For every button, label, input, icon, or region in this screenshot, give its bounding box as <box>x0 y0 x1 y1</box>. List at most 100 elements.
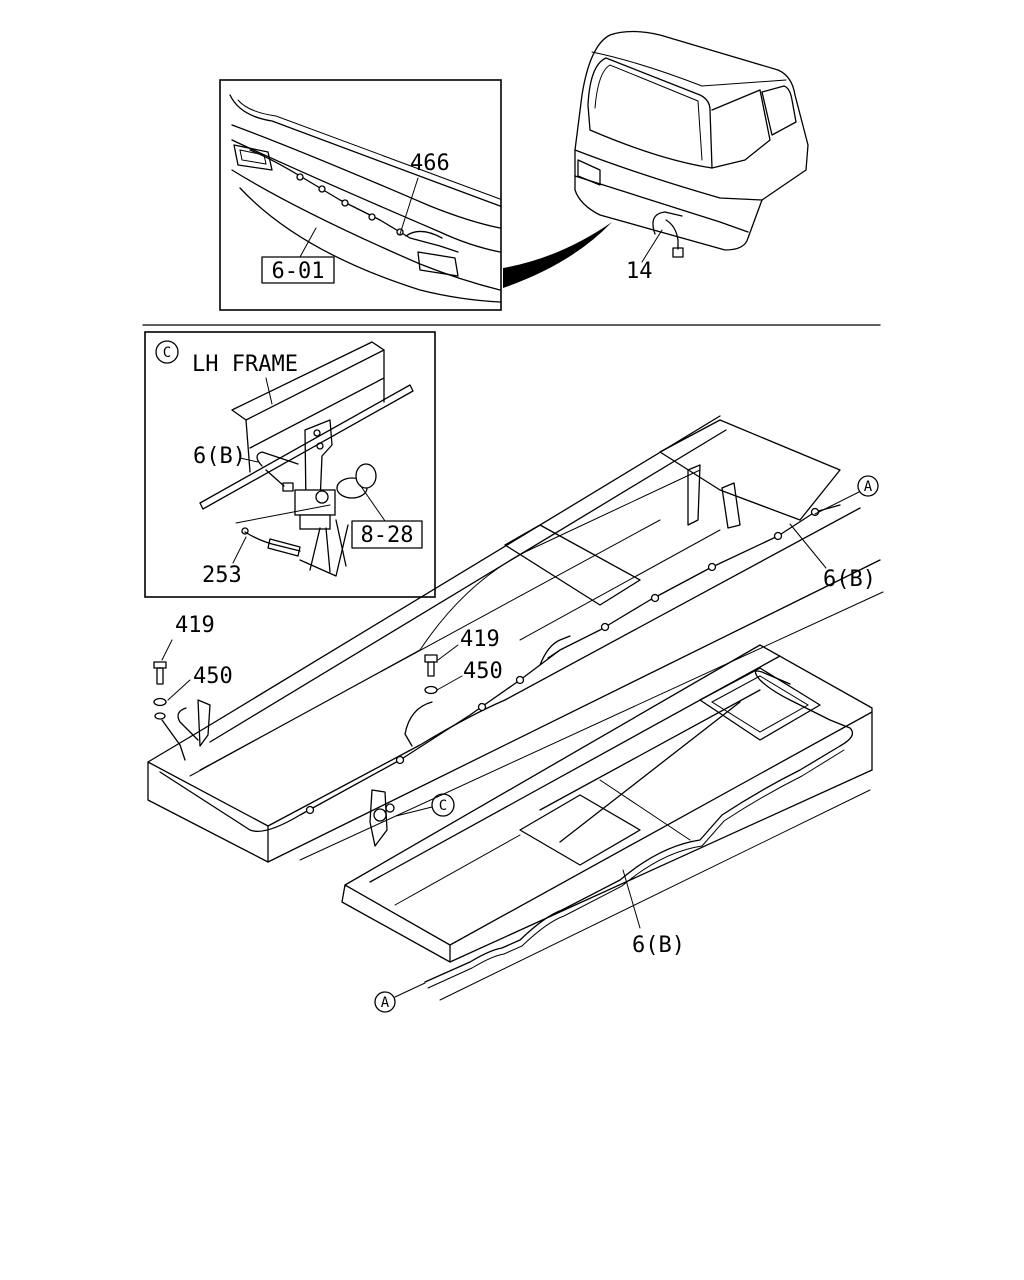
headlamp-right <box>417 251 459 277</box>
frame-clip <box>305 805 315 815</box>
left-bracket <box>197 699 211 747</box>
hood-line-inner <box>237 99 501 200</box>
headlamp-left-inner <box>239 149 267 165</box>
harness-hook <box>256 451 299 487</box>
crossmember-right-gusset <box>687 464 741 529</box>
bumper-bottom <box>231 169 501 291</box>
valve-block <box>294 489 336 516</box>
valve-cone <box>299 524 349 577</box>
lower-crossmember-right-inner <box>711 675 809 733</box>
callout-8-28: 8-28 <box>361 523 414 548</box>
leader-6b-detail <box>239 457 259 463</box>
wire-253 <box>244 531 301 552</box>
upper-frame: 419 450 419 450 C A 6(B) <box>147 415 884 863</box>
callout-14: 14 <box>626 259 653 284</box>
headlamp-left <box>233 144 273 171</box>
lower-crossmember-right <box>699 667 821 741</box>
callout-6b-bottom: 6(B) <box>632 933 685 958</box>
leader-419-mid <box>437 644 459 661</box>
leader-466 <box>399 177 419 235</box>
harness-clip <box>368 213 376 221</box>
leader-marker-a-top <box>814 491 860 515</box>
harness-clip <box>296 173 304 181</box>
cab-body <box>574 30 809 251</box>
near-rail-top <box>267 507 861 827</box>
marker-letter: C <box>439 798 447 814</box>
frame-end-top <box>147 727 206 763</box>
valve-bracket <box>369 789 388 847</box>
lower-right-end <box>759 644 873 771</box>
frame-clip <box>707 562 717 572</box>
lower-end-face <box>341 884 451 963</box>
leader-14 <box>641 229 663 263</box>
top-inset: 466 6-01 <box>219 79 502 311</box>
frame-clip <box>395 755 405 765</box>
bolt-419-left-head <box>153 661 167 669</box>
wire-253-connector <box>267 538 301 557</box>
marker-letter: C <box>163 345 171 361</box>
bolt-419-left-shank <box>156 667 164 685</box>
marker-c-frame: C <box>431 793 455 817</box>
marker-circle <box>155 340 179 364</box>
frame-clip <box>600 622 610 632</box>
harness-hook-connector <box>282 482 294 492</box>
callout-6-01-box <box>261 256 335 284</box>
mid-harness-hook <box>404 701 433 747</box>
marker-circle <box>857 475 879 497</box>
valve-base <box>299 514 331 530</box>
callout-419-left: 419 <box>175 613 215 638</box>
cab-lower-line <box>574 149 763 201</box>
frame-end-face <box>147 761 269 863</box>
lower-frame: 6(B) A <box>341 644 873 1013</box>
marker-letter: A <box>864 479 873 495</box>
bolt-419-mid-shank <box>427 661 435 677</box>
washer-450-mid <box>424 685 438 695</box>
marker-circle <box>431 793 455 817</box>
frame-clip <box>477 702 487 712</box>
lower-harness <box>424 670 854 983</box>
leader-6-01 <box>299 227 317 258</box>
left-cable <box>161 719 186 761</box>
cab-connector <box>672 247 684 258</box>
callout-253: 253 <box>202 563 242 588</box>
marker-a-top: A <box>857 475 879 497</box>
bumper-top <box>231 139 501 253</box>
frame-clip <box>650 593 660 603</box>
callout-466: 466 <box>410 151 450 176</box>
valve-part <box>385 803 395 813</box>
left-harness-hook <box>177 707 199 741</box>
hood-line <box>229 94 501 207</box>
near-rail-inner <box>189 469 701 777</box>
callout-8-28-box <box>351 520 423 549</box>
cab-windshield-inner <box>594 64 703 161</box>
callout-6-01: 6-01 <box>272 259 325 284</box>
lower-far-rail-top <box>344 644 761 886</box>
lower-brace-3 <box>599 779 691 841</box>
leader-marker-a-bottom <box>394 982 426 998</box>
cab-lamp <box>577 159 601 186</box>
detail-c-marker: C <box>155 340 179 364</box>
cab-windshield <box>587 57 713 169</box>
callout-450-mid: 450 <box>463 659 503 684</box>
callout-6b-right: 6(B) <box>823 567 876 592</box>
marker-letter: A <box>381 995 390 1011</box>
lower-crossmember-left <box>519 794 641 866</box>
cab-bumper-line <box>574 175 749 233</box>
harness-branch-mid <box>539 635 571 666</box>
frame-clip <box>515 675 525 685</box>
leader-8-28 <box>359 484 386 522</box>
cab-door <box>711 89 771 169</box>
view-arrow <box>503 222 612 288</box>
near-rail-bottom <box>267 559 881 863</box>
callout-450-left: 450 <box>193 664 233 689</box>
marker-a-bottom: A <box>374 991 396 1013</box>
lower-brace-2 <box>559 701 741 843</box>
crossmember-right <box>659 419 841 521</box>
leader-marker-c <box>395 806 433 817</box>
callout-419-mid: 419 <box>460 627 500 652</box>
lower-near-rail-top <box>449 711 873 946</box>
leader-253 <box>232 536 247 564</box>
leader-450-left <box>167 679 191 701</box>
valve-port <box>315 490 329 504</box>
